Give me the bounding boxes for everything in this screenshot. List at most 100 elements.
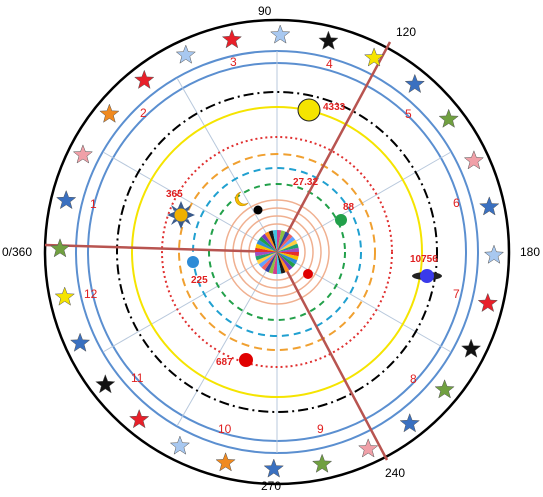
pie-slice	[277, 252, 298, 265]
star-icon	[270, 24, 291, 44]
star-icon	[69, 332, 91, 352]
star-icon	[215, 452, 236, 472]
star-icon	[460, 338, 482, 358]
star-icon	[175, 44, 196, 64]
pie-slice	[261, 252, 277, 271]
degree-label-240: 240	[385, 466, 405, 480]
earth-blue-body	[187, 256, 199, 268]
pie-slice	[255, 252, 277, 261]
pie-slice	[258, 252, 277, 268]
pie-slice	[277, 230, 282, 252]
degree-label-180: 180	[520, 245, 540, 259]
jupiter-period-label: 4333	[323, 102, 346, 113]
pie-slice	[277, 252, 296, 268]
star-icon	[479, 196, 500, 216]
mercury-body	[303, 269, 313, 279]
pie-slice	[277, 252, 293, 271]
star-icon	[438, 108, 459, 128]
pie-slice	[272, 252, 277, 274]
star-icon	[263, 458, 284, 478]
mars-body	[239, 353, 253, 367]
axis-lines	[44, 41, 392, 461]
star-icon	[72, 144, 94, 164]
degree-label-90: 90	[258, 4, 272, 18]
pie-slice	[277, 252, 286, 274]
star-icon	[221, 28, 243, 49]
pie-slice	[277, 233, 293, 252]
pie-slice	[277, 239, 298, 252]
star-icon	[95, 373, 116, 394]
pie-slice	[277, 252, 282, 274]
star-icon	[99, 103, 120, 123]
sector-label-7: 7	[453, 287, 460, 301]
sector-label-3: 3	[230, 55, 237, 69]
pie-slice	[268, 230, 277, 252]
pie-slice	[255, 243, 277, 252]
mars-period-label: 687	[216, 357, 233, 368]
star-icon	[477, 292, 498, 313]
pie-slice	[258, 236, 277, 252]
pie-slice	[264, 231, 277, 252]
zodiac-stars	[49, 24, 505, 478]
star-icon	[463, 150, 485, 170]
sector-label-8: 8	[410, 372, 417, 386]
sector-label-10: 10	[218, 422, 232, 436]
star-icon	[129, 408, 150, 429]
pie-slice	[277, 236, 296, 252]
pie-slice	[255, 247, 277, 252]
sun-icon	[167, 201, 195, 229]
earth-period-label: 88	[343, 202, 355, 213]
star-icon	[483, 244, 505, 264]
pie-slice	[277, 252, 299, 257]
moon-icon	[235, 191, 249, 207]
degree-label-0-360: 0/360	[2, 245, 32, 259]
star-icon	[399, 412, 420, 433]
moon-period-label: 27.32	[293, 177, 318, 188]
saturn-body	[412, 269, 442, 283]
sector-label-9: 9	[317, 422, 324, 436]
pie-slice	[277, 230, 286, 252]
sector-dividers	[102, 51, 452, 453]
pie-slice	[256, 239, 277, 252]
earth-blue-period-label: 225	[191, 275, 208, 286]
sector-label-12: 12	[84, 287, 98, 301]
pie-slice	[272, 230, 277, 252]
star-icon	[434, 379, 455, 399]
star-icon	[363, 47, 385, 67]
pie-slice	[277, 231, 290, 252]
sector-label-11: 11	[131, 371, 144, 385]
sector-label-5: 5	[405, 107, 412, 121]
venus-orbit	[192, 167, 362, 337]
star-icon	[56, 189, 77, 210]
venus-body	[253, 205, 263, 215]
earth-body	[335, 214, 347, 226]
degree-label-120: 120	[396, 25, 416, 39]
sun-core-pie	[255, 230, 299, 274]
saturn-orbit	[116, 91, 438, 413]
sector-label-6: 6	[453, 196, 460, 210]
star-icon	[311, 453, 333, 473]
pie-slice	[277, 252, 290, 273]
degree-label-270: 270	[261, 479, 281, 492]
pie-slice	[255, 252, 277, 257]
pie-slice	[268, 252, 277, 274]
pie-slice	[277, 247, 299, 252]
pie-slice	[264, 252, 277, 273]
star-icon	[54, 286, 75, 306]
jupiter-body	[297, 98, 321, 122]
star-icon	[404, 73, 425, 94]
sector-label-4: 4	[326, 57, 333, 71]
saturn-period-label: 10756	[410, 254, 438, 265]
star-icon	[169, 435, 191, 455]
pie-slice	[277, 243, 299, 252]
outer-circle	[43, 18, 511, 486]
star-icon	[49, 238, 71, 258]
pie-slice	[277, 252, 299, 261]
star-icon	[318, 30, 339, 50]
mercury-orbit	[208, 183, 346, 321]
earth-orbit	[178, 153, 376, 351]
jupiter-orbit	[131, 106, 423, 398]
star-icon	[358, 438, 379, 458]
